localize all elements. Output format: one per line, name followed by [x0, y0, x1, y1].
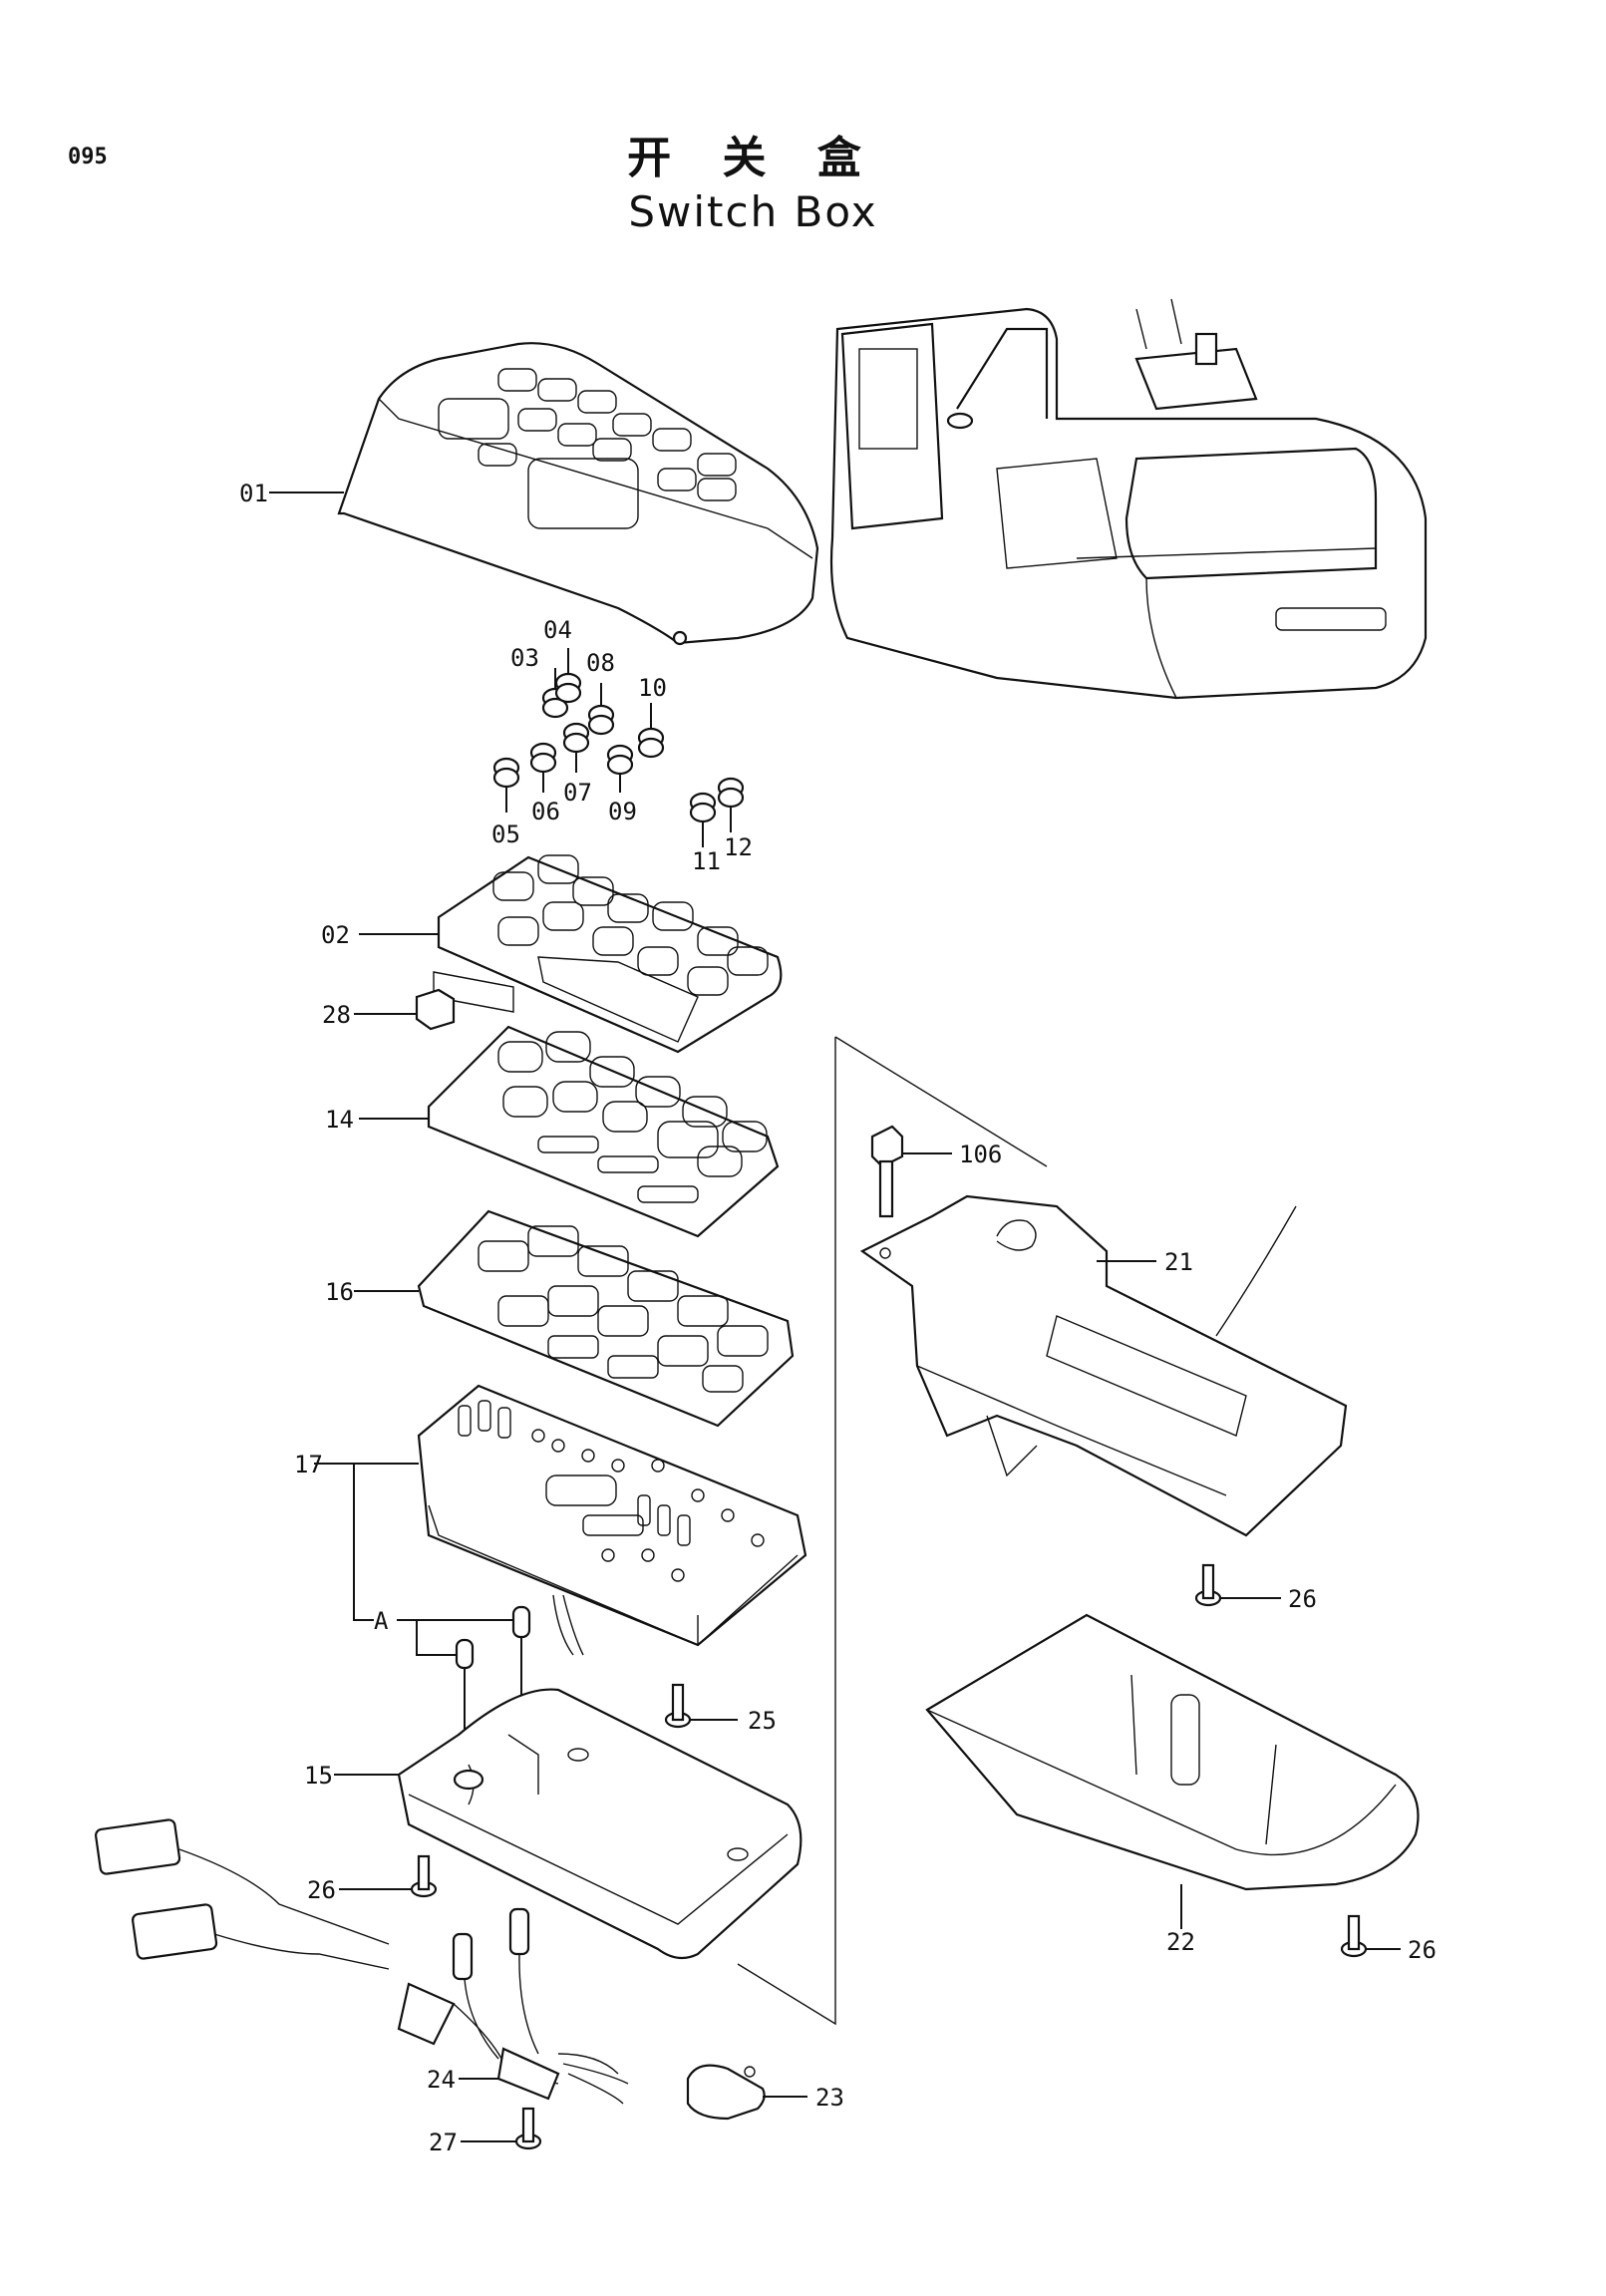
part-21-bracket — [859, 1194, 1348, 1537]
callout-26-right-lower: 26 — [1408, 1936, 1437, 1964]
part-15-case — [334, 1688, 803, 1960]
part-106-bolt — [870, 1125, 952, 1218]
excavator-location-view — [829, 298, 1428, 700]
callout-17: 17 — [294, 1451, 323, 1478]
callout-04: 04 — [543, 616, 572, 644]
switch-knobs — [492, 648, 745, 847]
title-english: Switch Box — [628, 187, 878, 236]
callout-02: 02 — [321, 921, 350, 949]
part-22-lower-cover — [925, 1613, 1420, 1929]
callout-26-right-upper: 26 — [1288, 1585, 1317, 1613]
callout-A: A — [374, 1607, 389, 1635]
title-chinese: 开 关 盒 — [627, 133, 879, 183]
part-01-cover — [269, 342, 819, 646]
callout-12: 12 — [724, 833, 753, 861]
part-25-screw — [664, 1683, 738, 1729]
callout-05: 05 — [491, 820, 520, 848]
callout-16: 16 — [325, 1278, 354, 1306]
callout-08: 08 — [586, 649, 615, 677]
part-28-block — [354, 971, 514, 1031]
callout-09: 09 — [608, 798, 637, 825]
page-number: 095 — [68, 145, 108, 169]
callout-26-left: 26 — [307, 1876, 336, 1904]
callout-01: 01 — [239, 480, 268, 507]
callout-28: 28 — [322, 1001, 351, 1029]
part-17-pcb — [314, 1384, 807, 1656]
callout-24: 24 — [427, 2066, 456, 2094]
callout-03: 03 — [510, 644, 539, 672]
callout-22: 22 — [1166, 1928, 1195, 1956]
callout-14: 14 — [325, 1106, 354, 1134]
callout-21: 21 — [1164, 1248, 1193, 1276]
callout-25: 25 — [748, 1707, 777, 1735]
assembly-frame — [737, 1036, 1048, 2026]
callout-11: 11 — [692, 847, 721, 875]
callout-23: 23 — [815, 2084, 844, 2112]
callout-10: 10 — [638, 674, 667, 702]
wire-harness — [95, 1818, 807, 2150]
part-14-mat — [359, 1025, 780, 1238]
callout-106: 106 — [959, 1141, 1002, 1168]
part-02-plate — [359, 854, 783, 1054]
callout-06: 06 — [531, 798, 560, 825]
part-26-screws — [1194, 1563, 1401, 1958]
callout-labels: 01 04 03 08 10 05 06 07 09 11 12 02 28 1… — [239, 480, 1437, 2156]
callout-15: 15 — [304, 1762, 333, 1790]
callout-27: 27 — [429, 2129, 458, 2156]
callout-07: 07 — [563, 779, 592, 807]
part-16-keypad — [354, 1209, 795, 1428]
